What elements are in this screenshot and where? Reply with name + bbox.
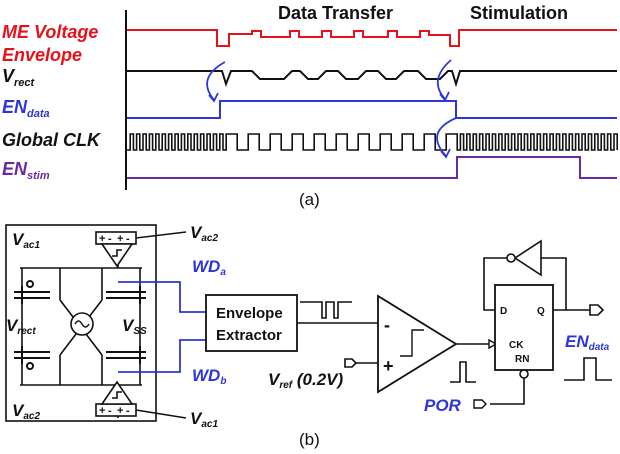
envelope-extractor-label-1: Envelope — [216, 305, 283, 322]
label-wda: WDa — [192, 257, 226, 278]
timing-diagram: Data Transfer Stimulation ME Voltage Env… — [2, 3, 618, 209]
comparator-top-terminals: +-+- — [99, 233, 130, 245]
waveform-enstim — [127, 156, 617, 179]
waveform-endata — [127, 100, 617, 119]
rectifier-frame — [5, 224, 157, 422]
caption-b: (b) — [299, 430, 320, 449]
label-wdb: WDb — [192, 366, 226, 387]
endata-output-port — [566, 304, 605, 316]
wd-wiring — [118, 281, 206, 373]
ff-rn-pin: RN — [515, 354, 529, 365]
vref-input — [344, 358, 378, 368]
arrow-vrect-to-endata-left — [206, 61, 226, 101]
endata-output-pulse-icon — [564, 357, 612, 381]
label-vref: Vref (0.2V) — [268, 370, 343, 391]
transistor-left-top — [14, 280, 50, 304]
ck-clock-arrow-icon — [488, 338, 498, 350]
comparator-bottom-terminals: +-+- — [99, 405, 130, 417]
envelope-extractor-label-2: Extractor — [216, 327, 282, 344]
waveform-global-clk — [127, 133, 618, 151]
svg-text:-: - — [108, 233, 112, 245]
sine-wave-icon — [74, 320, 90, 328]
wire-por-to-rn — [490, 378, 525, 405]
svg-text:+: + — [117, 405, 123, 417]
transistor-left-bottom — [14, 346, 50, 370]
inverter-bubble — [506, 253, 516, 263]
label-vac2-top: Vac2 — [190, 223, 218, 244]
label-vrect: Vrect — [2, 66, 36, 89]
svg-text:-: - — [126, 233, 130, 245]
transistor-right-bottom — [106, 346, 146, 364]
svg-text:-: - — [108, 405, 112, 417]
arrow-head-1 — [208, 92, 219, 103]
rn-bubble — [519, 369, 529, 379]
label-vac2-bottom: Vac2 — [12, 401, 40, 422]
causal-arrows — [206, 59, 457, 159]
inverter-feedback — [483, 257, 567, 311]
pulse-waveform-icon — [300, 301, 352, 319]
label-vss-node: VSS — [122, 316, 147, 337]
label-por: POR — [424, 396, 462, 415]
ff-q-pin: Q — [537, 306, 545, 317]
label-me-voltage: ME Voltage — [2, 22, 98, 42]
comparator-top — [95, 231, 137, 268]
comparator-main — [377, 294, 458, 394]
svg-text:+: + — [117, 233, 123, 245]
transistor-right-top — [106, 286, 146, 304]
arrow-head-2 — [439, 91, 450, 102]
label-envelope: Envelope — [2, 45, 82, 65]
por-input-port — [473, 399, 487, 409]
circuit-diagram: +-+- +-+- Vac1 Vac2 Vac2 Vac1 Vrect VSS … — [5, 223, 612, 449]
comparator-plus: + — [383, 356, 394, 376]
svg-text:-: - — [126, 405, 130, 417]
svg-text:+: + — [99, 233, 105, 245]
comp-output-pulse-icon — [450, 361, 476, 383]
vac-leads — [135, 231, 187, 419]
label-enstim: ENstim — [2, 159, 50, 182]
label-vac1-top: Vac1 — [12, 230, 40, 251]
arrow-head-3 — [440, 148, 451, 159]
svg-text:+: + — [99, 405, 105, 417]
header-data-transfer: Data Transfer — [278, 3, 393, 23]
d-flip-flop — [494, 284, 554, 371]
label-endata: ENdata — [2, 97, 50, 120]
ff-d-pin: D — [500, 306, 507, 317]
header-stimulation: Stimulation — [470, 3, 568, 23]
envelope-extractor-block — [205, 294, 298, 352]
caption-a: (a) — [299, 190, 320, 209]
waveform-vrect — [127, 70, 617, 88]
label-global-clk: Global CLK — [2, 130, 102, 150]
label-vrect-node: Vrect — [6, 316, 36, 337]
hysteresis-icon — [400, 329, 424, 357]
waveform-me-envelope — [127, 29, 617, 47]
ff-ck-pin: CK — [509, 340, 524, 351]
label-vac1-bottom: Vac1 — [190, 409, 218, 430]
label-endata-out: ENdata — [565, 332, 610, 353]
inverter-icon — [513, 239, 542, 277]
comparator-minus: - — [384, 315, 390, 335]
